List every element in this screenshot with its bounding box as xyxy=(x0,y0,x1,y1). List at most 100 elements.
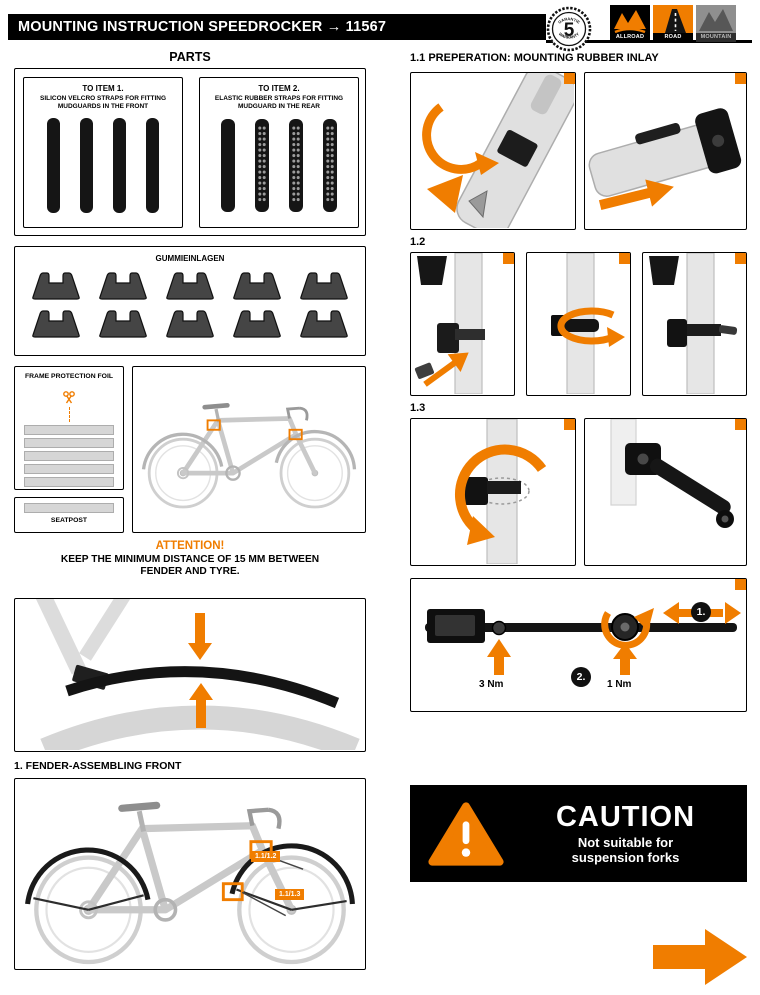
strap-insert-illustration xyxy=(414,253,485,395)
rubber-inlay-icon xyxy=(233,310,281,338)
road-icon xyxy=(665,9,686,33)
foil-strip xyxy=(24,425,114,435)
badge-arc-bottom: WARRANTY xyxy=(558,31,580,40)
rubber-inlays-row xyxy=(15,271,365,300)
velcro-straps xyxy=(24,118,182,214)
corner-marker xyxy=(503,253,514,264)
item1-desc: SILICON VELCRO STRAPS FOR FITTING MUDGUA… xyxy=(39,95,167,111)
rubber-straps xyxy=(200,118,358,213)
attention-title: ATTENTION! xyxy=(155,540,225,552)
fender-gap-illustration xyxy=(35,599,360,751)
rubber-wedge-icon xyxy=(427,175,463,213)
rubber-inlay-icon xyxy=(233,272,281,300)
illustration-box-1-1-a xyxy=(410,72,576,230)
rubber-inlay-icon xyxy=(99,272,147,300)
warning-triangle-icon xyxy=(428,801,504,866)
header-bar: MOUNTING INSTRUCTION SPEEDROCKER → 11567 xyxy=(8,14,546,40)
rotate-arrow-icon xyxy=(601,611,651,649)
corner-marker xyxy=(735,419,746,430)
illustration-box-1-1-b xyxy=(584,72,747,230)
foil-strip xyxy=(24,477,114,487)
step-1-heading: 1. FENDER-ASSEMBLING FRONT xyxy=(14,760,182,772)
rubber-inlay-icon xyxy=(300,272,348,300)
illustration-box-1-3-b xyxy=(584,418,747,566)
rubber-inlay-step-illustration xyxy=(422,73,575,229)
illustration-box-1-3-a xyxy=(410,418,576,566)
bike-assembly-illustration xyxy=(25,801,355,965)
velcro-strap xyxy=(47,118,60,214)
step-circle-1: 1. xyxy=(691,602,711,622)
item1-title: TO ITEM 1. xyxy=(82,84,124,93)
illustration-box-1-2-c xyxy=(642,252,747,396)
parts-box-item2: TO ITEM 2. ELASTIC RUBBER STRAPS FOR FIT… xyxy=(199,77,359,228)
arrow-up-icon xyxy=(613,643,637,675)
step-1-1-heading: 1.1 PREPERATION: MOUNTING RUBBER INLAY xyxy=(410,52,659,64)
ratchet-lever-illustration xyxy=(610,419,734,528)
rubber-strap xyxy=(323,119,337,213)
arrow-right-icon xyxy=(725,602,741,624)
category-tile-allroad: ALLROAD xyxy=(610,5,650,42)
corner-marker xyxy=(619,253,630,264)
badge-arc-top: GARANTIE xyxy=(557,16,581,25)
torque-box: 3 Nm 1 Nm 2. 1. xyxy=(410,578,747,712)
badge-number: 5 xyxy=(564,20,575,41)
caution-text: Not suitable for suspension forks xyxy=(571,835,680,865)
page-title: MOUNTING INSTRUCTION SPEEDROCKER → 11567 xyxy=(18,19,387,35)
attention-line1: KEEP THE MINIMUM DISTANCE OF 15 MM BETWE… xyxy=(60,554,320,565)
category-tile-road: ROAD xyxy=(653,5,693,42)
parts-heading: PARTS xyxy=(169,50,211,64)
callout-label: 1.1/1.2 xyxy=(251,851,281,862)
corner-marker xyxy=(735,253,746,264)
rubber-inlay-icon xyxy=(32,272,80,300)
next-page-arrow xyxy=(653,926,747,993)
parts-box-item1: TO ITEM 1. SILICON VELCRO STRAPS FOR FIT… xyxy=(23,77,183,228)
arrow-icon xyxy=(423,352,469,387)
category-label: ROAD xyxy=(653,33,693,42)
rubber-strap xyxy=(221,119,235,213)
fender-gap-box xyxy=(14,598,366,752)
step-circle-2: 2. xyxy=(571,667,591,687)
next-page-arrow-icon xyxy=(653,929,747,985)
torque-value-1nm: 1 Nm xyxy=(607,679,632,690)
svg-text:WARRANTY: WARRANTY xyxy=(558,31,580,40)
item2-title: TO ITEM 2. xyxy=(258,84,300,93)
cut-line xyxy=(68,407,70,422)
velcro-strap xyxy=(146,118,159,214)
parts-box: TO ITEM 1. SILICON VELCRO STRAPS FOR FIT… xyxy=(14,68,366,236)
svg-text:GARANTIE: GARANTIE xyxy=(557,16,581,25)
corner-marker xyxy=(735,73,746,84)
step-1-2-heading: 1.2 xyxy=(410,236,426,248)
category-label: ALLROAD xyxy=(610,33,650,42)
rubber-inlay-icon xyxy=(32,310,80,338)
strap-wrap-illustration xyxy=(551,253,625,395)
callout-label: 1.1/1.3 xyxy=(275,889,305,900)
foil-strip xyxy=(24,451,114,461)
arrow-down-icon xyxy=(188,613,212,660)
rubber-inlays-title: GUMMIEINLAGEN xyxy=(155,254,225,263)
category-tile-mountain: MOUNTAIN xyxy=(696,5,736,42)
foil-title: FRAME PROTECTION FOIL xyxy=(25,373,113,380)
scissors-icon xyxy=(63,391,75,404)
rubber-strap xyxy=(289,119,303,213)
arrow-left-icon xyxy=(663,602,679,624)
attention-line2: FENDER AND TYRE. xyxy=(140,566,240,577)
rubber-inlay-icon xyxy=(166,272,214,300)
torque-illustration xyxy=(425,602,741,675)
caution-title: CAUTION xyxy=(555,801,696,834)
warranty-badge-icon: GARANTIE WARRANTY 5 xyxy=(546,6,592,52)
arrow-right-icon xyxy=(598,179,674,211)
rubber-inlay-icon xyxy=(166,310,214,338)
foil-strip xyxy=(24,464,114,474)
category-label: MOUNTAIN xyxy=(696,33,736,42)
fender-cap-illustration xyxy=(588,108,742,211)
foil-strip xyxy=(24,438,114,448)
corner-marker xyxy=(564,73,575,84)
rotate-arrow-icon xyxy=(557,307,615,345)
illustration-box-1-2-a xyxy=(410,252,515,396)
step-1-3-heading: 1.3 xyxy=(410,402,426,414)
arrow-up-icon xyxy=(487,639,511,675)
warranty-badge: GARANTIE WARRANTY 5 xyxy=(546,6,592,52)
foil-bike-box xyxy=(132,366,366,533)
allroad-icon xyxy=(614,10,646,34)
